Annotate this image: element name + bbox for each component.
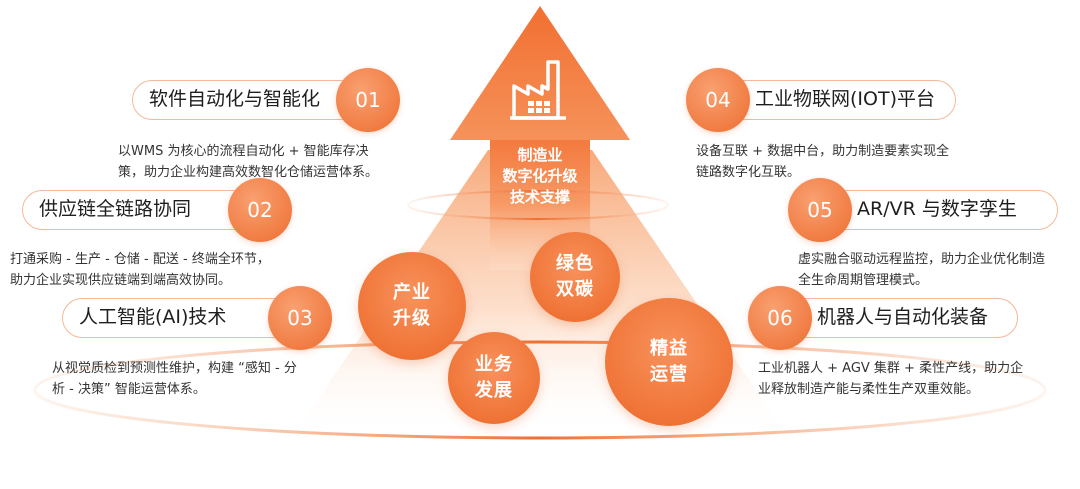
inner-ring [407, 190, 669, 220]
item-06-desc-line2: 业释放制造产能与柔性生产双重效能。 [758, 382, 980, 397]
bubble-lean-line2: 运营 [650, 364, 688, 385]
item-05-desc-line2: 全生命周期管理模式。 [798, 273, 929, 288]
item-03-desc-line2: 析 - 决策” 智能运营体系。 [52, 382, 206, 397]
item-04-desc-line2: 链路数字化互联。 [696, 165, 801, 180]
bubble-business-line2: 发展 [475, 380, 513, 401]
center-title-line3: 技术支撑 [509, 188, 570, 206]
bubble-green-line1: 绿色 [556, 253, 594, 274]
center-title-line1: 制造业 [517, 146, 563, 164]
item-05-title: AR/VR 与数字孪生 [857, 198, 1017, 220]
item-02-title: 供应链全链路协同 [39, 198, 192, 220]
factory-icon [510, 60, 566, 120]
item-01-desc: 以WMS 为核心的流程自动化 + 智能库存决 策，助力企业构建高效数智化仓储运营… [118, 141, 378, 183]
item-02-desc-line1: 打通采购 - 生产 - 仓储 - 配送 - 终端全环节， [10, 252, 270, 267]
bubble-business-growth: 业务发展 [448, 332, 540, 424]
item-05-number: 05 [788, 178, 852, 242]
item-06-desc-line1: 工业机器人 + AGV 集群 + 柔性产线，助力企 [758, 361, 1024, 376]
item-03-desc-line1: 从视觉质检到预测性维护，构建 “感知 - 分 [52, 361, 297, 376]
item-02-desc: 打通采购 - 生产 - 仓储 - 配送 - 终端全环节， 助力企业实现供应链端到… [10, 249, 270, 291]
item-01-desc-line1: 以WMS 为核心的流程自动化 + 智能库存决 [118, 144, 369, 159]
item-04-desc: 设备互联 + 数据中台，助力制造要素实现全 链路数字化互联。 [696, 141, 949, 183]
item-06-desc: 工业机器人 + AGV 集群 + 柔性产线，助力企 业释放制造产能与柔性生产双重… [758, 358, 1023, 400]
bubble-industry-upgrade: 产业升级 [358, 252, 466, 360]
item-05-desc: 虚实融合驱动远程监控，助力企业优化制造 全生命周期管理模式。 [798, 249, 1045, 291]
item-01-number: 01 [336, 68, 400, 132]
item-01-desc-line2: 策，助力企业构建高效数智化仓储运营体系。 [118, 165, 379, 180]
item-03-desc: 从视觉质检到预测性维护，构建 “感知 - 分 析 - 决策” 智能运营体系。 [52, 358, 297, 400]
item-02-desc-line2: 助力企业实现供应链端到端高效协同。 [10, 273, 232, 288]
bubble-green-line2: 双碳 [556, 279, 594, 300]
bubble-lean-operation: 精益运营 [605, 298, 733, 426]
bubble-green-carbon: 绿色双碳 [530, 232, 620, 322]
item-04-number: 04 [686, 68, 750, 132]
factory-windows [528, 101, 550, 113]
arrow-head [450, 6, 630, 140]
item-04-desc-line1: 设备互联 + 数据中台，助力制造要素实现全 [696, 144, 950, 159]
bubble-industry-line1: 产业 [393, 282, 431, 303]
bubble-business-line1: 业务 [475, 354, 513, 375]
item-02-number: 02 [228, 178, 292, 242]
bubble-industry-line2: 升级 [393, 308, 431, 329]
item-03-number: 03 [268, 286, 332, 350]
item-04-title: 工业物联网(IOT)平台 [755, 88, 935, 110]
item-06-title: 机器人与自动化装备 [817, 306, 989, 328]
item-05-desc-line1: 虚实融合驱动远程监控，助力企业优化制造 [798, 252, 1046, 267]
item-01-title: 软件自动化与智能化 [149, 88, 321, 110]
center-title: 制造业 数字化升级 技术支撑 [480, 145, 600, 208]
base-ring [33, 340, 1047, 440]
item-03-title: 人工智能(AI)技术 [79, 306, 227, 328]
bubble-lean-line1: 精益 [650, 338, 688, 359]
center-title-line2: 数字化升级 [502, 167, 578, 185]
item-06-number: 06 [748, 286, 812, 350]
